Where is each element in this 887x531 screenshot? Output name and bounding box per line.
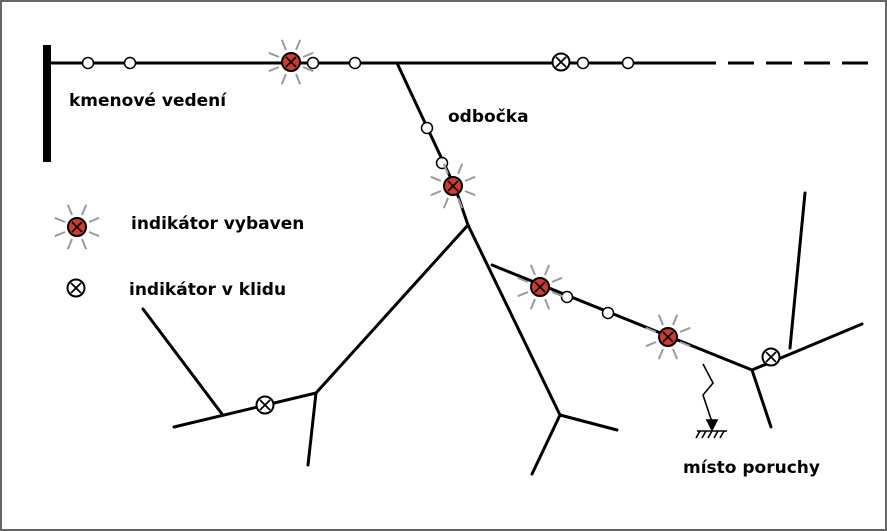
indicator-idle-icon (761, 347, 781, 367)
indicator-tripped-icon (268, 39, 314, 85)
insulator-icon (348, 56, 362, 70)
insulator-icon (621, 56, 635, 70)
indicator-idle-icon (551, 52, 571, 72)
indicator-idle-icon (66, 278, 86, 298)
insulator-icon (576, 56, 590, 70)
insulator-icon (123, 56, 137, 70)
indicator-tripped-icon (54, 204, 100, 250)
indicator-tripped-icon (645, 314, 691, 360)
insulator-icon (601, 306, 615, 320)
idle-indicators (66, 52, 781, 415)
lightning-arrow-icon (702, 363, 719, 432)
ground-icon (695, 430, 727, 439)
insulators (81, 56, 635, 320)
insulator-icon (306, 56, 320, 70)
branch-label: odbočka (448, 107, 529, 127)
indicator-idle-icon (255, 395, 275, 415)
insulator-icon (560, 290, 574, 304)
insulator-icon (420, 121, 434, 135)
indicator-tripped-icon (517, 264, 563, 310)
legend-tripped-label: indikátor vybaven (131, 214, 304, 234)
tripped-indicators (54, 39, 691, 360)
legend-idle-label: indikátor v klidu (129, 280, 286, 300)
indicator-tripped-icon (430, 163, 476, 209)
insulator-icon (81, 56, 95, 70)
trunk-label: kmenové vedení (69, 91, 227, 111)
fault-label: místo poruchy (683, 458, 820, 478)
